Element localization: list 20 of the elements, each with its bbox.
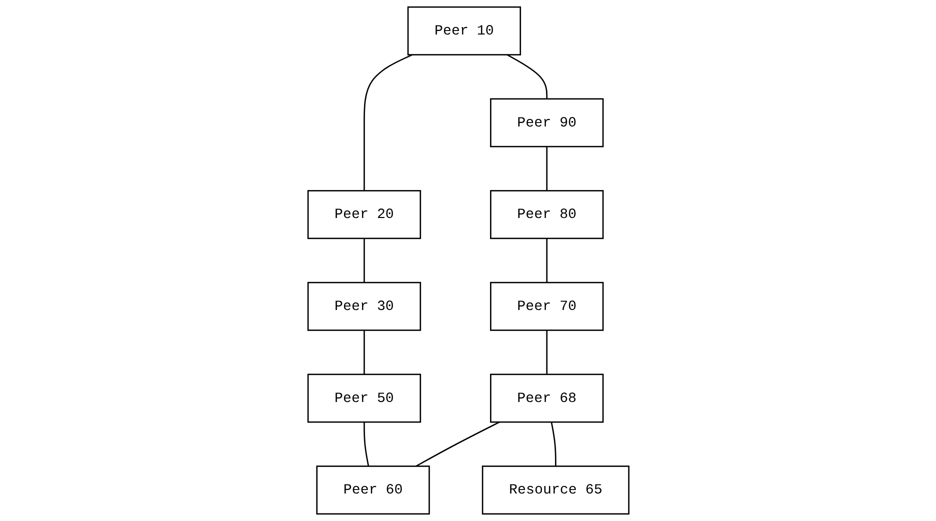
- node-box: Peer 90: [490, 98, 604, 148]
- node-box: Peer 20: [306, 190, 421, 240]
- node-box: Peer 80: [490, 190, 604, 240]
- connector: [546, 146, 548, 191]
- node-box: Peer 60: [316, 466, 430, 515]
- connector: [363, 330, 364, 374]
- connector: [415, 422, 500, 467]
- node-box: Peer 50: [306, 374, 421, 423]
- connector: [506, 54, 548, 99]
- connector: [363, 422, 369, 466]
- connector: [363, 238, 364, 283]
- node-box: Peer 68: [490, 374, 604, 423]
- node-box: Resource 65: [481, 466, 630, 515]
- node-box: Peer 30: [306, 282, 421, 331]
- connector: [550, 422, 556, 466]
- connector: [363, 54, 412, 191]
- node-box: Peer 10: [406, 6, 521, 56]
- connector: [546, 330, 548, 374]
- node-box: Peer 70: [490, 282, 604, 331]
- connector: [546, 238, 548, 283]
